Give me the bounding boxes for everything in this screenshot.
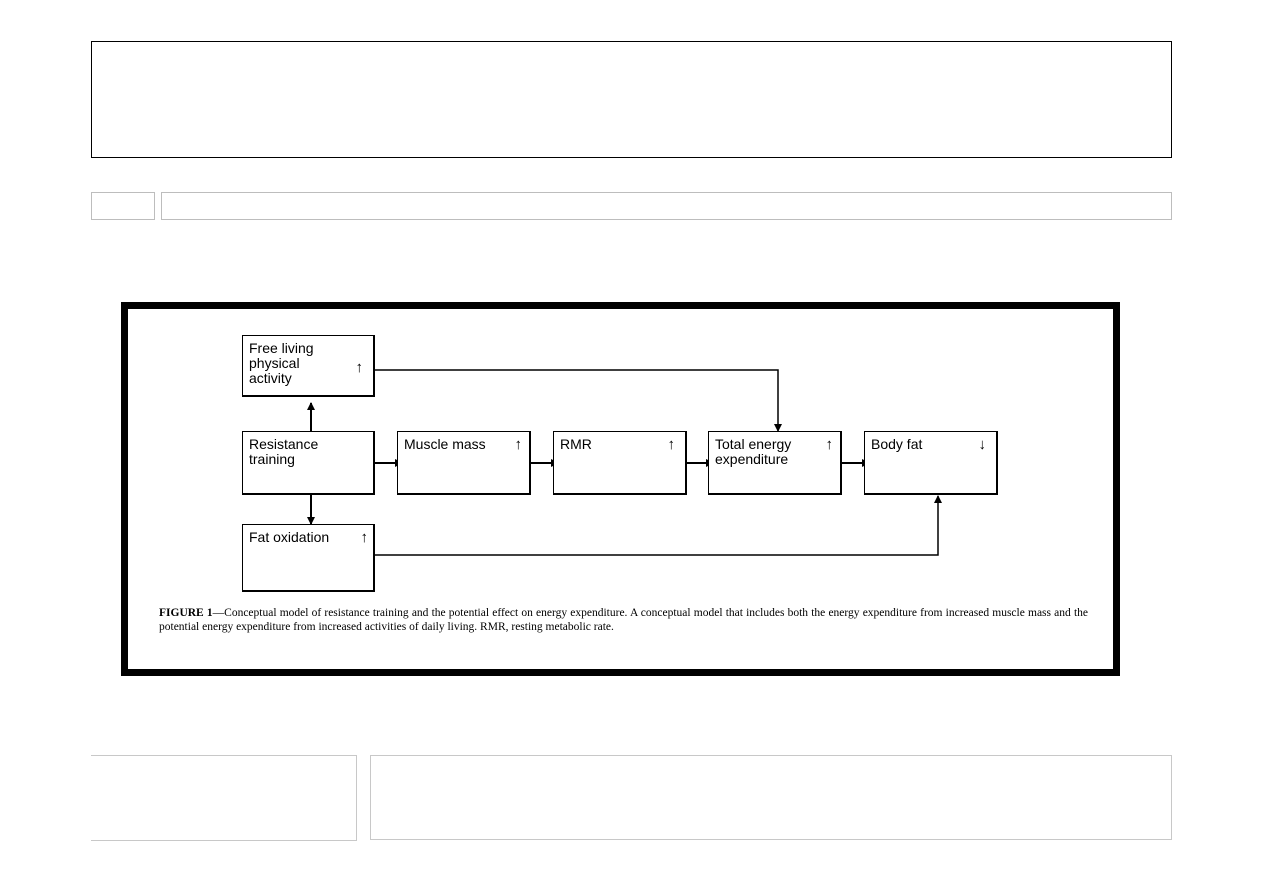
footer-left-panel <box>91 755 357 841</box>
figure-caption-text: —Conceptual model of resistance training… <box>159 607 1088 633</box>
node-resistance-training: Resistance training <box>242 431 375 495</box>
diagram-connectors <box>307 369 942 556</box>
node-label: Resistance training <box>249 436 319 467</box>
figure-caption: FIGURE 1—Conceptual model of resistance … <box>159 606 1088 634</box>
up-arrow-icon: ↑ <box>825 436 834 453</box>
node-label: Free living physical activity <box>249 340 314 386</box>
up-arrow-icon: ↑ <box>514 436 523 453</box>
node-muscle-mass: Muscle mass ↑ <box>397 431 531 495</box>
node-label: Fat oxidation <box>249 529 330 545</box>
figure-caption-label: FIGURE 1 <box>159 607 213 619</box>
footer-right-panel <box>370 755 1172 840</box>
header-panel <box>91 41 1172 158</box>
node-label: Body fat <box>871 436 923 452</box>
node-total-energy-expenditure: Total energy expenditure ↑ <box>708 431 842 495</box>
node-body-fat: Body fat ↓ <box>864 431 998 495</box>
node-free-living-activity: Free living physical activity ↑ <box>242 335 375 397</box>
node-label: Total energy expenditure <box>715 436 792 467</box>
up-arrow-icon: ↑ <box>360 529 369 546</box>
arrow-free-living-to-total-energy <box>374 369 782 432</box>
nav-wide-box <box>161 192 1172 220</box>
figure-frame: Free living physical activity ↑ Resistan… <box>121 302 1120 676</box>
down-arrow-icon: ↓ <box>978 436 987 453</box>
up-arrow-icon: ↑ <box>667 436 676 453</box>
arrow-fat-oxidation-to-body-fat <box>374 495 942 556</box>
node-rmr: RMR ↑ <box>553 431 687 495</box>
node-label: Muscle mass <box>404 436 486 452</box>
up-arrow-icon: ↑ <box>355 359 364 376</box>
nav-small-box <box>91 192 155 220</box>
node-fat-oxidation: Fat oxidation ↑ <box>242 524 375 592</box>
node-label: RMR <box>560 436 592 452</box>
